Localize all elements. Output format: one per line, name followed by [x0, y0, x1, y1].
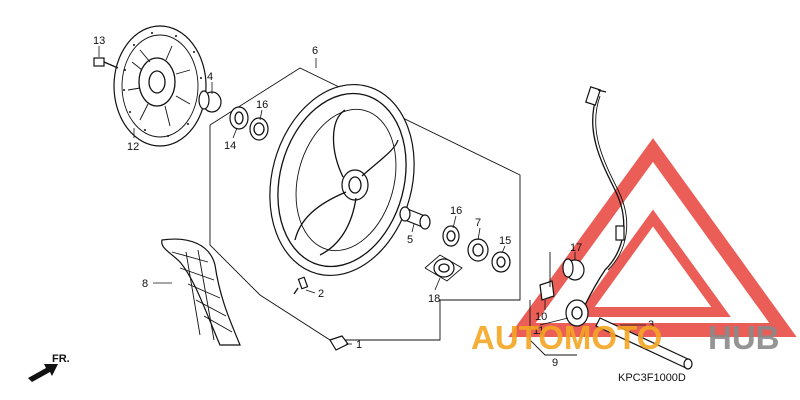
tire-liner [161, 238, 241, 346]
dust-seal-left [229, 106, 249, 130]
clip-1 [329, 335, 349, 351]
watermark-text-hub: HUB [708, 319, 780, 356]
part-label-18: 18 [428, 293, 440, 305]
front-axle [595, 317, 693, 370]
brake-disc [113, 25, 207, 147]
diagram-code: KPC3F1000D [618, 372, 686, 384]
part-label-11: 11 [533, 325, 544, 337]
part-label-10: 10 [535, 311, 547, 323]
part-label-8: 8 [142, 278, 148, 290]
watermark-text-automoto: AUTOMOTO [471, 319, 662, 356]
dust-seal-right [491, 251, 511, 273]
part-label-17: 17 [570, 242, 582, 254]
gear-retainer [467, 238, 489, 262]
disc-bolt [93, 57, 119, 69]
part-label-12: 12 [127, 141, 139, 153]
part-label-9: 9 [552, 357, 558, 369]
watermark-wordmark: AUTOMOTO HUB [471, 319, 780, 356]
speedometer-cable [584, 86, 628, 306]
bearing-upper [249, 117, 269, 141]
part-label-15: 15 [499, 235, 511, 247]
part-label-14: 14 [224, 140, 236, 152]
washer-10 [539, 280, 555, 301]
bracket-9 [529, 300, 577, 356]
part-label-16-lower: 16 [450, 205, 462, 217]
part-label-16-upper: 16 [256, 99, 268, 111]
part-label-6: 6 [312, 45, 318, 57]
watermark-triangle-outer [508, 138, 797, 337]
part-label-1: 1 [356, 339, 362, 351]
speedometer-gearbox [565, 299, 589, 327]
part-label-3: 3 [648, 319, 654, 331]
speedometer-collar [562, 258, 585, 281]
wheel-rim [269, 83, 415, 277]
watermark-triangle-inner [575, 209, 731, 317]
side-collar [198, 90, 222, 113]
air-valve [293, 276, 309, 295]
wheel-assembly-outline [209, 67, 521, 341]
part-label-13: 13 [93, 35, 105, 47]
distance-collar [399, 206, 431, 230]
part-labels: 13 12 4 14 16 6 5 16 7 15 18 2 8 1 17 10… [93, 35, 654, 369]
dust-seal-18 [424, 254, 463, 282]
direction-label: FR. [52, 353, 70, 365]
part-label-4: 4 [207, 71, 213, 83]
part-label-5: 5 [407, 234, 413, 246]
bearing-lower [442, 225, 460, 247]
part-label-2: 2 [318, 288, 324, 300]
front-direction-arrow: FR. [28, 353, 70, 382]
leader-lines [98, 46, 646, 345]
watermark-logo [508, 138, 797, 337]
part-label-7: 7 [475, 217, 481, 229]
